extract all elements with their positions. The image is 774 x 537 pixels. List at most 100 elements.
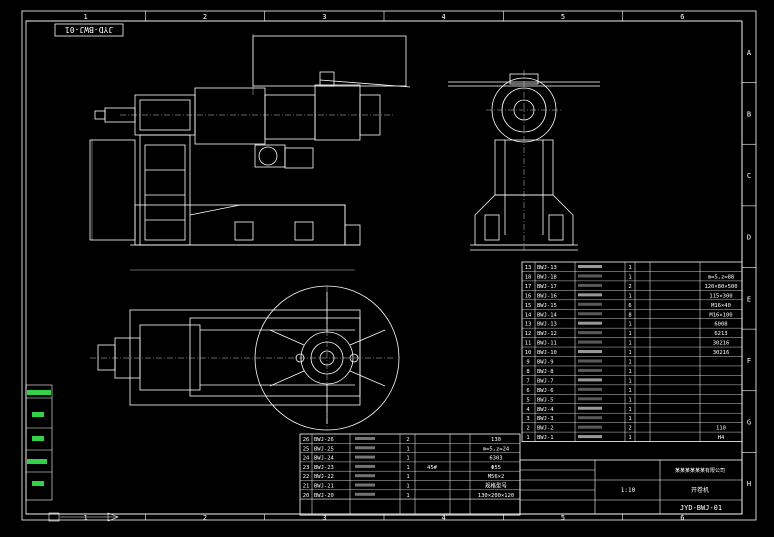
bom-left-name (355, 474, 375, 478)
bom-right-qty: 1 (628, 293, 631, 299)
bom-left-note: 45# (427, 465, 438, 471)
bom-right-no: 13 (525, 322, 532, 328)
bom-right-no: 10 (525, 350, 532, 356)
bom-right-qty: 1 (628, 407, 631, 413)
bom-right-qty: 1 (628, 322, 631, 328)
bom-right-name (578, 312, 602, 316)
bom-left-code: BWJ-24 (314, 456, 335, 462)
bom-right-name (578, 340, 602, 344)
bom-right-qty: 1 (628, 360, 631, 366)
bom-right-qty: 1 (628, 265, 631, 271)
bom-left-qty: 1 (406, 484, 409, 490)
bom-left-no: 20 (303, 493, 310, 499)
bom-right-no: 9 (526, 360, 529, 366)
bom-right-name (578, 425, 602, 429)
column-label-bottom: 3 (322, 514, 326, 522)
bom-left-spec: M56×2 (488, 474, 505, 480)
bom-right-no: 16 (525, 293, 532, 299)
bom-left-no: 22 (303, 474, 310, 480)
bom-left-qty: 1 (406, 465, 409, 471)
bom-right-no: 12 (525, 331, 532, 337)
bom-right-qty: 6 (628, 303, 631, 309)
bom-left-qty: 1 (406, 493, 409, 499)
bom-left-qty: 1 (406, 474, 409, 480)
bom-right-code: BWJ-2 (537, 426, 554, 432)
bom-right-qty: 2 (628, 284, 631, 290)
bom-right-qty: 1 (628, 350, 631, 356)
bom-right-code: BWJ-18 (537, 274, 557, 280)
bom-right-row: 13 BWJ-13 1 6008 (525, 321, 728, 328)
bom-right-row: 5 BWJ-5 1 (526, 397, 632, 403)
title-company: 某某某某某某有限公司 (675, 467, 725, 474)
row-label: B (747, 110, 751, 118)
revision-column (25, 384, 119, 522)
bom-right-qty: 1 (628, 331, 631, 337)
bom-right-name (578, 368, 602, 372)
bom-right-code: BWJ-13 (537, 265, 557, 271)
column-label-bottom: 2 (203, 514, 207, 522)
bom-left-spec: Φ55 (491, 465, 501, 471)
bom-left-qty: 1 (406, 456, 409, 462)
column-label-top: 5 (561, 13, 565, 21)
bom-left-spec: 规格型号 (485, 482, 508, 490)
bom-right-code: BWJ-12 (537, 331, 557, 337)
bom-right-spec: m=5,z=88 (708, 274, 735, 280)
bom-right-name (578, 331, 602, 335)
bom-left-code: BWJ-22 (314, 474, 334, 480)
bom-right-no: 4 (526, 407, 530, 413)
bom-right-code: BWJ-15 (537, 303, 557, 309)
bom-left-name (355, 455, 375, 459)
bom-right-name (578, 293, 602, 297)
bom-right-spec: 6008 (714, 322, 727, 328)
bom-left-row: 22 BWJ-22 1 M56×2 (303, 474, 505, 480)
title-code: JYD-BWJ-01 (680, 504, 722, 512)
bom-left-qty: 2 (406, 437, 409, 443)
bom-right-qty: 1 (628, 378, 631, 384)
column-label-bottom: 4 (442, 514, 446, 522)
bom-right-no: 3 (526, 416, 529, 422)
bom-left-spec: 6303 (489, 456, 502, 462)
bom-right-qty: 1 (628, 397, 631, 403)
bom-right-no: 18 (525, 274, 532, 280)
bom-right-no: 15 (525, 303, 532, 309)
bom-right-name (578, 397, 602, 401)
bom-right-code: BWJ-13 (537, 322, 557, 328)
row-label: G (747, 419, 751, 427)
bom-right-no: 6 (526, 388, 529, 394)
bom-right-code: BWJ-3 (537, 416, 554, 422)
bom-right-spec: 115×300 (709, 293, 732, 299)
bom-right-name (578, 283, 602, 287)
bom-right-spec: 120×80×500 (704, 284, 737, 290)
title-scale: 1:10 (621, 487, 636, 494)
bom-right-no: 5 (526, 397, 529, 403)
bom-right-code: BWJ-5 (537, 397, 554, 403)
bom-right-code: BWJ-1 (537, 435, 554, 441)
row-label: C (747, 172, 751, 180)
bom-right-row: 16 BWJ-16 1 115×300 (525, 293, 733, 299)
bom-right-code: BWJ-16 (537, 293, 557, 299)
bom-right-no: 7 (526, 378, 529, 384)
bom-right-spec: 30216 (713, 341, 730, 347)
bom-right-name (578, 350, 602, 354)
inner-border (25, 20, 743, 515)
bom-right-frame (521, 261, 743, 442)
bom-left-no: 26 (303, 437, 310, 443)
bom-left-name (355, 437, 375, 440)
bom-right-code: BWJ-11 (537, 341, 557, 347)
